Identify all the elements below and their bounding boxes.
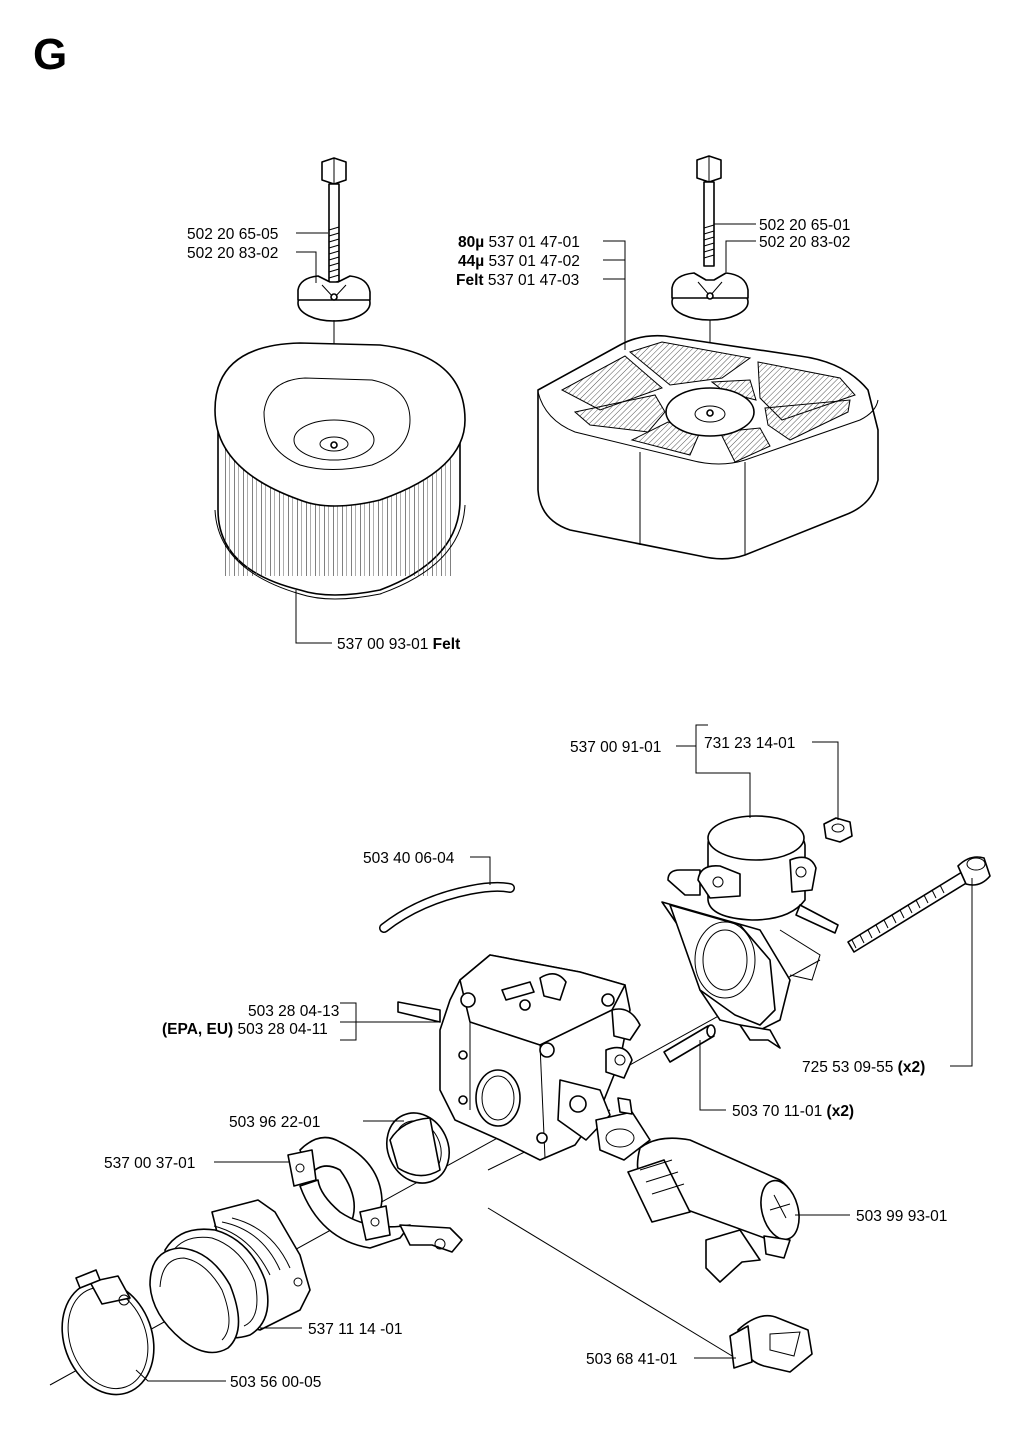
carburettor-icon — [397, 954, 651, 1161]
label-nut-adapter: 731 23 14-01 — [704, 735, 795, 752]
label-filter-44: 44µ 537 01 47-02 — [458, 253, 580, 270]
label-adapter: 537 00 91-01 — [570, 739, 661, 756]
adapter-plate-icon — [661, 815, 839, 1049]
gasket-ring-icon — [386, 1112, 450, 1184]
nut-left-icon — [297, 275, 371, 322]
left-filter-assembly — [214, 157, 466, 644]
fuel-hose-icon — [379, 881, 515, 933]
hose-clamp-icon — [61, 1269, 155, 1396]
label-bolt-left: 502 20 65-05 — [187, 226, 278, 243]
foam-filter-right-icon — [537, 334, 879, 560]
carburettor-assembly — [49, 724, 991, 1396]
label-intake-boot: 537 11 14 -01 — [308, 1321, 403, 1338]
clamp-bracket-icon — [287, 1136, 463, 1253]
label-filter-left: 537 00 93-01 Felt — [337, 636, 460, 653]
boot-knob-icon — [627, 1137, 800, 1283]
label-sleeve: 503 70 11-01 (x2) — [732, 1103, 854, 1120]
label-choke-knob: 503 68 41-01 — [586, 1351, 677, 1368]
label-nut-right: 502 20 83-02 — [759, 234, 850, 251]
bolt-left-icon — [321, 157, 347, 295]
callout-labels: 502 20 65-05 502 20 83-02 537 00 93-01 F… — [104, 217, 947, 1391]
label-hose-clamp: 503 56 00-05 — [230, 1374, 321, 1391]
label-filter-felt: Felt 537 01 47-03 — [456, 272, 579, 289]
label-clamp-bracket: 537 00 37-01 — [104, 1155, 195, 1172]
label-bolt-right: 502 20 65-01 — [759, 217, 850, 234]
nut-right-icon — [671, 272, 749, 321]
label-carb-2: (EPA, EU) 503 28 04-11 — [162, 1021, 328, 1038]
label-nut-left: 502 20 83-02 — [187, 245, 278, 262]
right-filter-assembly — [537, 155, 879, 560]
label-carb-1: 503 28 04-13 — [248, 1003, 339, 1020]
label-boot-knob: 503 99 93-01 — [856, 1208, 947, 1225]
felt-filter-left-icon — [214, 342, 466, 600]
intake-boot-icon — [149, 1199, 311, 1354]
bolt-right-icon — [696, 155, 722, 267]
label-hose: 503 40 06-04 — [363, 850, 455, 867]
adapter-nut-icon — [823, 817, 853, 843]
long-screw-icon — [847, 856, 991, 953]
label-screw-long: 725 53 09-55 (x2) — [802, 1059, 925, 1076]
section-letter: G — [33, 30, 68, 79]
label-filter-80: 80µ 537 01 47-01 — [458, 234, 580, 251]
label-gasket-ring: 503 96 22-01 — [229, 1114, 320, 1131]
sleeve-pin-icon — [663, 1024, 716, 1063]
choke-knob-icon — [729, 1314, 813, 1373]
